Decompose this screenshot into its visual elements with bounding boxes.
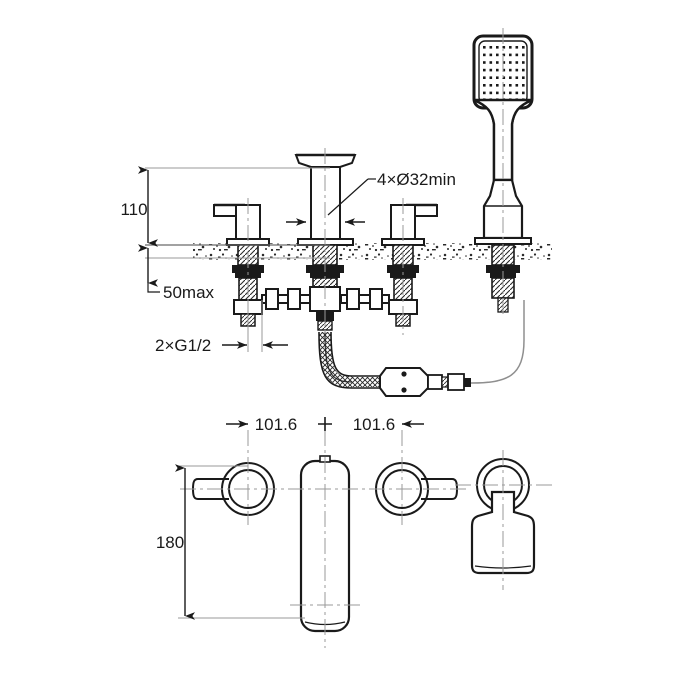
leader-50max bbox=[147, 283, 160, 293]
dim-label-g12: 2×G1/2 bbox=[155, 336, 211, 355]
dim-label-1016-right: 101.6 bbox=[353, 415, 396, 434]
plan-centerlines bbox=[180, 430, 552, 648]
leader-hole-dia bbox=[327, 178, 369, 216]
dim-label-180: 180 bbox=[156, 533, 184, 552]
dim-label-1016-left: 101.6 bbox=[255, 415, 298, 434]
shower-locknut bbox=[486, 265, 520, 273]
flexible-braided-hose bbox=[318, 331, 386, 389]
top-plan-view bbox=[180, 430, 552, 648]
shower-nozzle-grid bbox=[483, 46, 525, 101]
dim-label-110: 110 bbox=[120, 200, 147, 219]
elevation-centerlines bbox=[247, 28, 504, 335]
shower-supply-line bbox=[470, 300, 525, 384]
dim-label-50max: 50max bbox=[163, 283, 215, 302]
left-union-nut-b bbox=[287, 288, 301, 310]
front-elevation-view bbox=[193, 28, 552, 397]
diverter-body bbox=[379, 367, 429, 397]
connecting-manifold-crossbar bbox=[261, 286, 390, 331]
diverter-coupling bbox=[379, 300, 525, 397]
elevation-dimensions: 110 50max 2×G1/2 4×Ø32min bbox=[120, 166, 456, 355]
right-handle-plan-lever bbox=[425, 478, 459, 500]
dim-tick-center bbox=[318, 417, 332, 431]
right-locknut bbox=[387, 265, 419, 273]
plan-dimensions: 101.6 101.6 180 bbox=[156, 415, 424, 620]
left-union-nut-a bbox=[265, 288, 279, 310]
coupling-nut-b bbox=[447, 373, 465, 391]
left-locknut bbox=[232, 265, 264, 273]
right-union-nut-a bbox=[346, 288, 360, 310]
right-union-nut-b bbox=[369, 288, 383, 310]
dim-label-hole-dia: 4×Ø32min bbox=[377, 170, 456, 189]
coupling-nut-a bbox=[427, 374, 443, 390]
